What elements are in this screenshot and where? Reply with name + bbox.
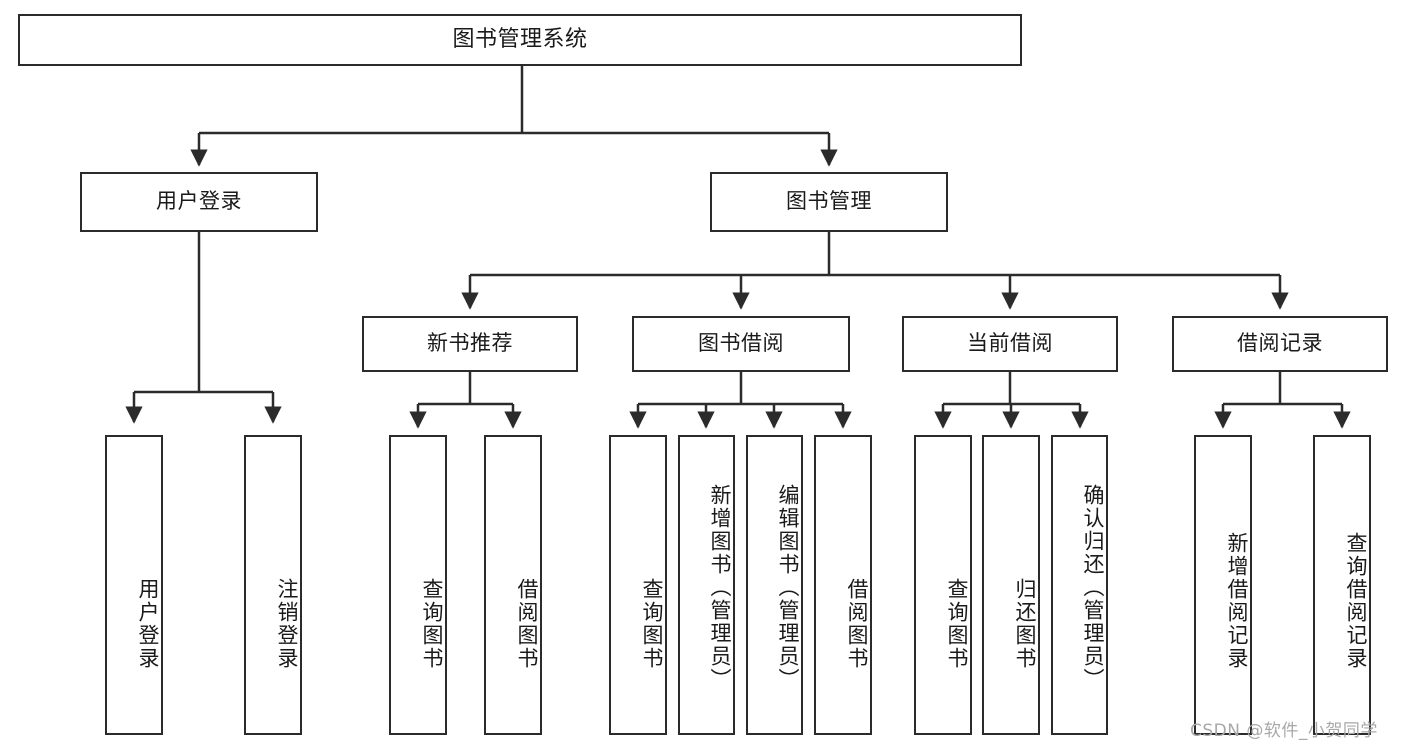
leaf-borrow-book[interactable]: 借阅图书	[814, 435, 872, 735]
node-label: 编辑图书（管理员）	[776, 483, 800, 691]
node-label: 借阅图书	[845, 578, 869, 670]
node-current-borrow[interactable]: 当前借阅	[902, 316, 1118, 372]
leaf-confirm-return[interactable]: 确认归还（管理员）	[1051, 435, 1108, 735]
csdn-watermark: CSDN @软件_小贺同学	[1190, 716, 1378, 741]
leaf-query-book-current[interactable]: 查询图书	[914, 435, 972, 735]
leaf-query-borrow-record[interactable]: 查询借阅记录	[1313, 435, 1371, 735]
leaf-add-borrow-record[interactable]: 新增借阅记录	[1194, 435, 1252, 735]
node-label: 当前借阅	[967, 331, 1053, 356]
node-label: 用户登录	[136, 578, 160, 670]
leaf-return-book[interactable]: 归还图书	[982, 435, 1040, 735]
node-root-book-management-system[interactable]: 图书管理系统	[18, 14, 1022, 66]
node-label: 用户登录	[156, 189, 242, 214]
node-book-borrow[interactable]: 图书借阅	[632, 316, 850, 372]
node-label: 图书管理	[786, 189, 872, 214]
node-label: 图书管理系统	[452, 26, 588, 52]
node-user-login[interactable]: 用户登录	[80, 172, 318, 232]
leaf-edit-book[interactable]: 编辑图书（管理员）	[746, 435, 803, 735]
node-label: 新增图书（管理员）	[708, 483, 732, 691]
node-label: 确认归还（管理员）	[1081, 483, 1105, 691]
node-label: 注销登录	[275, 578, 299, 670]
node-label: 查询图书	[420, 578, 444, 670]
node-label: 查询图书	[945, 578, 969, 670]
node-label: 借阅记录	[1237, 331, 1323, 356]
leaf-logout-login[interactable]: 注销登录	[244, 435, 302, 735]
node-new-book-recommend[interactable]: 新书推荐	[362, 316, 578, 372]
node-label: 新书推荐	[427, 331, 513, 356]
watermark-text: CSDN @软件_小贺同学	[1190, 721, 1378, 741]
node-label: 查询图书	[640, 578, 664, 670]
leaf-query-book-borrow[interactable]: 查询图书	[609, 435, 667, 735]
node-borrow-record[interactable]: 借阅记录	[1172, 316, 1388, 372]
leaf-user-login[interactable]: 用户登录	[105, 435, 163, 735]
node-label: 图书借阅	[698, 331, 784, 356]
leaf-query-book-recommend[interactable]: 查询图书	[389, 435, 447, 735]
leaf-borrow-book-recommend[interactable]: 借阅图书	[484, 435, 542, 735]
leaf-add-book[interactable]: 新增图书（管理员）	[678, 435, 735, 735]
node-book-manage[interactable]: 图书管理	[710, 172, 948, 232]
node-label: 新增借阅记录	[1225, 532, 1249, 670]
node-label: 借阅图书	[515, 578, 539, 670]
node-label: 查询借阅记录	[1344, 532, 1368, 670]
node-label: 归还图书	[1013, 578, 1037, 670]
